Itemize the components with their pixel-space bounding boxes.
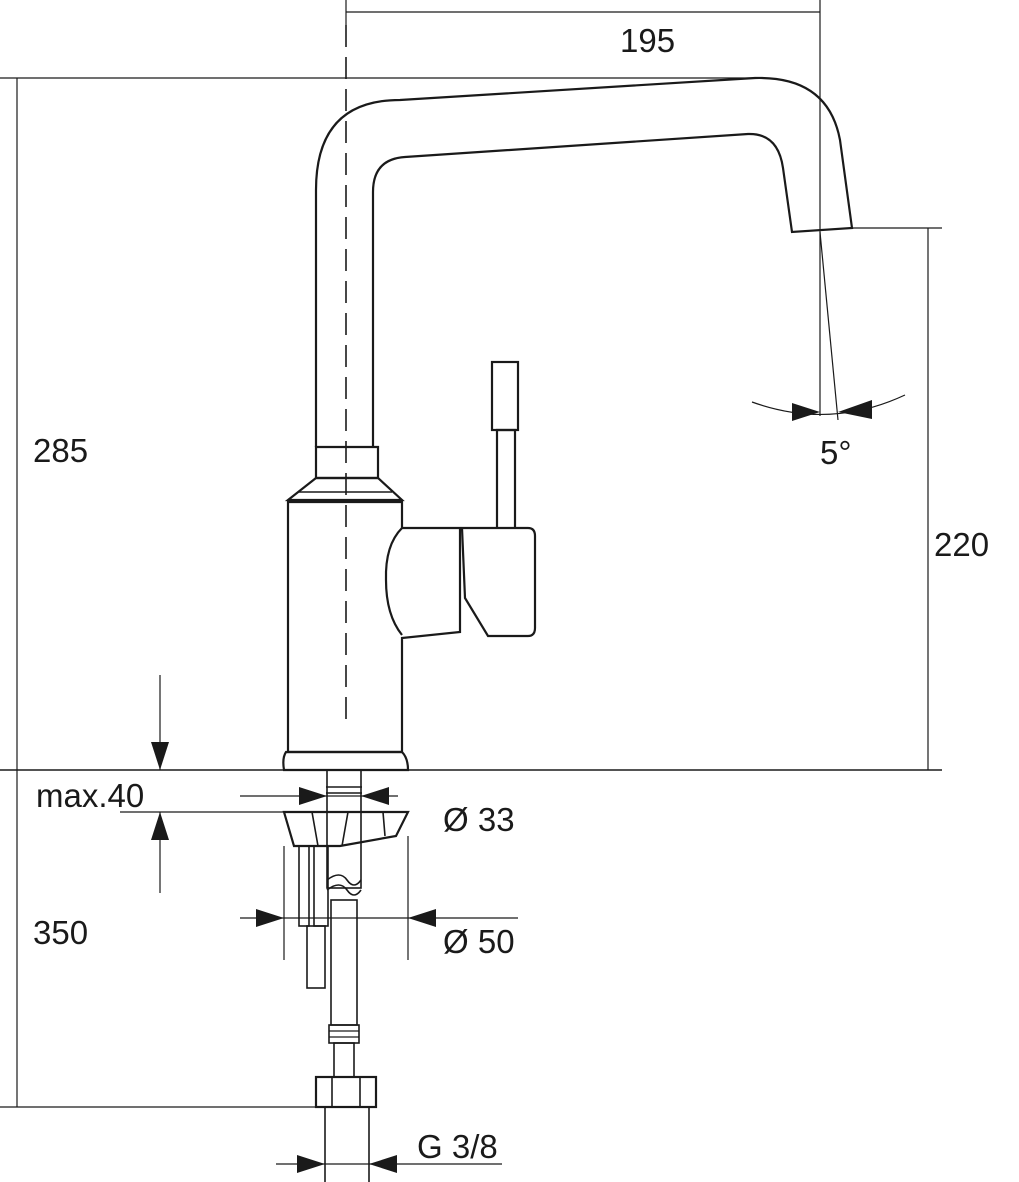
dim-max-worktop-label: max.40 <box>36 777 144 814</box>
dim-total-height-label: 285 <box>33 432 88 469</box>
dim-thread-size-label: G 3/8 <box>417 1128 498 1165</box>
dim-hole-diameter-label: Ø 50 <box>443 923 515 960</box>
dim-shank-diameter-label: Ø 33 <box>443 801 515 838</box>
dim-spout-reach-label: 195 <box>620 22 675 59</box>
dim-supply-length-label: 350 <box>33 914 88 951</box>
dim-spout-height-label: 220 <box>934 526 989 563</box>
dimension-lines <box>0 0 942 1173</box>
dim-spout-angle-label: 5° <box>820 434 852 471</box>
faucet-outline <box>282 25 854 772</box>
mounting-parts <box>282 769 410 1182</box>
